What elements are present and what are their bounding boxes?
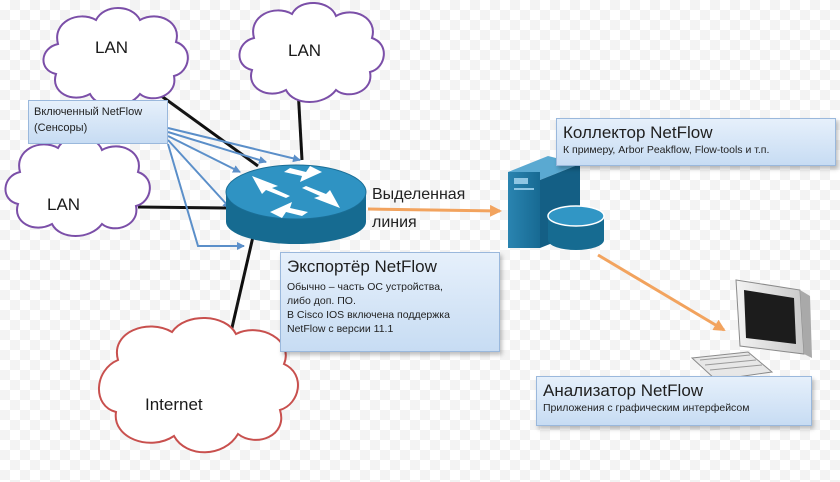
sensor-arrows — [167, 127, 301, 250]
sensors-note-line2: (Сенсоры) — [34, 122, 88, 134]
internet-cloud — [98, 317, 299, 454]
lan-label-1: LAN — [95, 38, 129, 57]
exporter-line-1: Обычно – часть ОС устройства, — [287, 281, 443, 293]
lan-label-3: LAN — [47, 195, 81, 214]
workstation-icon — [690, 279, 812, 381]
lan-cloud-2 — [238, 1, 385, 103]
sensors-note-line1: Включенный NetFlow — [34, 106, 143, 118]
exporter-line-2: либо доп. ПО. — [287, 295, 356, 307]
lan-cloud-1 — [42, 7, 189, 107]
exporter-callout: Экспортёр NetFlow Обычно – часть ОС устр… — [280, 252, 500, 352]
analyzer-subtitle: Приложения с графическим интерфейсом — [543, 402, 750, 414]
data-arrows — [367, 204, 726, 332]
analyzer-callout: Анализатор NetFlow Приложения с графичес… — [536, 376, 812, 426]
router-icon — [225, 164, 367, 244]
sensors-note: Включенный NetFlow (Сенсоры) — [28, 100, 168, 144]
analyzer-title: Анализатор NetFlow — [543, 381, 704, 400]
exporter-title: Экспортёр NetFlow — [287, 257, 437, 276]
database-icon — [547, 205, 605, 250]
collector-callout: Коллектор NetFlow К примеру, Arbor Peakf… — [556, 118, 836, 166]
collector-subtitle: К примеру, Arbor Peakflow, Flow-tools и … — [563, 144, 770, 156]
lan-label-2: LAN — [288, 41, 322, 60]
exporter-line-3: В Cisco IOS включена поддержка — [287, 309, 450, 321]
internet-label: Internet — [145, 395, 203, 414]
collector-title: Коллектор NetFlow — [563, 123, 713, 142]
exporter-line-4: NetFlow с версии 11.1 — [287, 323, 394, 335]
link-label-line1: Выделенная — [372, 186, 466, 203]
link-label-line2: линия — [372, 214, 417, 231]
lan-cloud-3 — [4, 135, 151, 237]
